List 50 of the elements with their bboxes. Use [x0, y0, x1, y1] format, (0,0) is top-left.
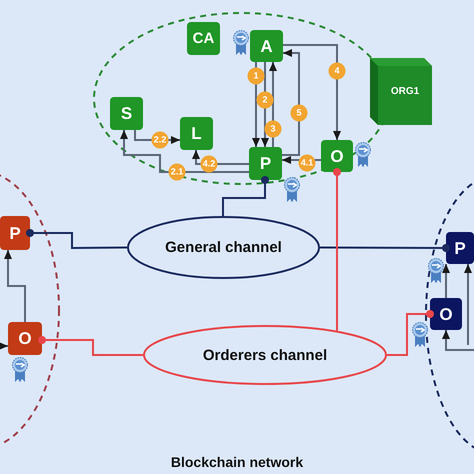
- connector-line: [38, 336, 143, 356]
- connector-line: [464, 264, 472, 345]
- node-label: A: [260, 38, 273, 54]
- node-label: Orderers channel: [202, 348, 328, 362]
- step-number-badge: 3: [264, 120, 282, 138]
- node-label: ORG1: [390, 86, 420, 97]
- connector-line: [320, 244, 450, 252]
- connector-line: [269, 62, 277, 147]
- node-label: P: [9, 224, 21, 242]
- step-number-badge: 5: [290, 104, 308, 122]
- step-number-badge: 1: [248, 68, 264, 84]
- connector-line: [333, 168, 341, 331]
- connector-line: [252, 62, 260, 147]
- process-box: [0, 216, 30, 250]
- connector-line: [222, 176, 269, 216]
- step-number-badge: 2.2: [152, 132, 168, 148]
- node-label: O: [330, 148, 344, 164]
- connector-line: [282, 49, 300, 156]
- connector-line: [442, 264, 450, 298]
- node-label: P: [260, 155, 272, 172]
- node-label: P: [454, 240, 466, 256]
- node-label: S: [120, 105, 132, 122]
- process-box: [249, 147, 282, 180]
- process-box: [446, 232, 474, 264]
- process-box: [430, 298, 462, 330]
- node-label: General channel: [165, 240, 282, 255]
- connector-line: [26, 229, 128, 249]
- node-label: O: [18, 330, 32, 347]
- process-box: [110, 97, 143, 130]
- connector-line: [283, 44, 341, 140]
- step-number-badge: 2: [256, 92, 274, 108]
- step-number-badge: 4.1: [298, 154, 316, 172]
- diagram-caption: Blockchain network: [170, 453, 304, 472]
- step-number-badge: 4: [328, 62, 346, 80]
- step-number-badge: 4.2: [200, 156, 218, 172]
- process-box: [321, 140, 353, 172]
- connector-line: [387, 310, 434, 356]
- process-box: [250, 30, 283, 62]
- connector-line: [4, 250, 26, 322]
- node-label: CA: [192, 31, 214, 46]
- step-number-badge: 2.1: [168, 164, 186, 180]
- process-box: [187, 22, 220, 55]
- connector-line: [261, 62, 269, 147]
- node-label: L: [191, 125, 202, 142]
- connector-line: [0, 342, 8, 350]
- process-box: [8, 322, 42, 355]
- node-label: O: [439, 306, 453, 322]
- process-box: [180, 117, 213, 150]
- connector-line: [120, 130, 249, 173]
- connector-line: [442, 330, 474, 351]
